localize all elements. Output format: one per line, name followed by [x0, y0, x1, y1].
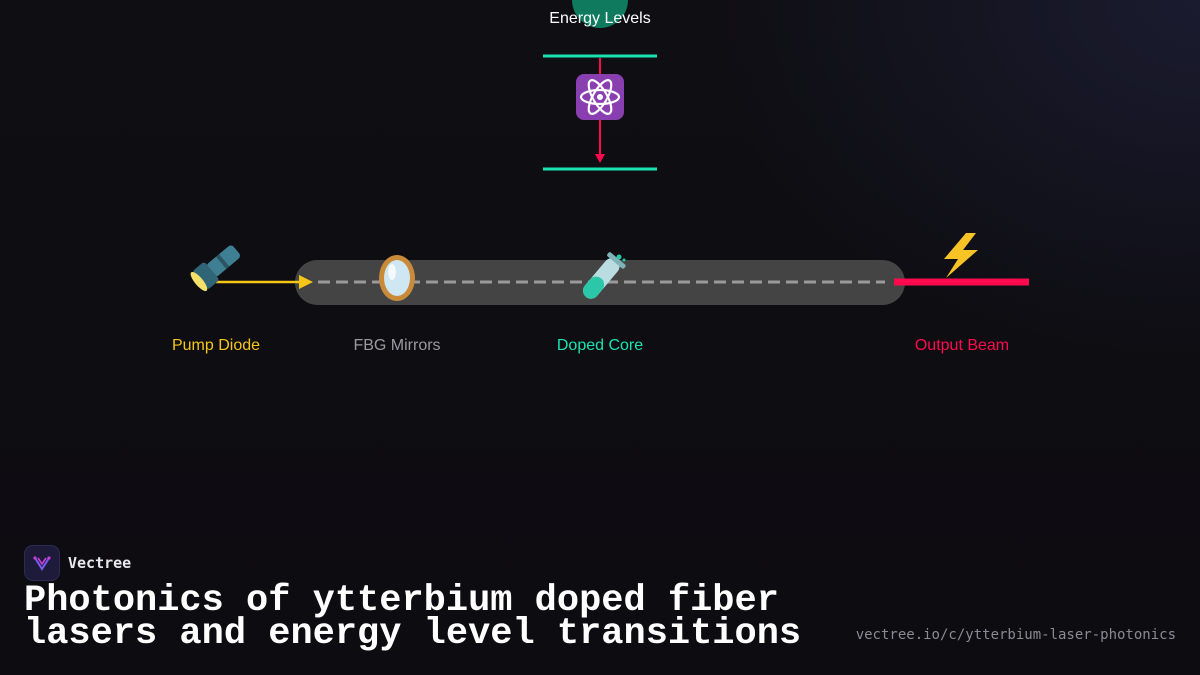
pump-beam-arrowhead	[299, 275, 313, 289]
bubble	[616, 254, 622, 260]
footer: Vectree Photonics of ytterbium doped fib…	[24, 545, 1176, 655]
output-beam-label: Output Beam	[915, 337, 1009, 354]
bubble	[622, 258, 626, 262]
energy-level-glow	[572, 0, 628, 28]
transition-arrow-head	[595, 154, 605, 163]
energy-levels-label: Energy Levels	[549, 10, 650, 27]
doped-core-label: Doped Core	[557, 337, 643, 354]
vectree-logo-icon	[24, 545, 60, 581]
brand[interactable]: Vectree	[24, 545, 1176, 581]
mirror-icon	[379, 255, 415, 301]
flashlight-icon	[190, 245, 240, 292]
fbg-mirrors-label: FBG Mirrors	[353, 337, 440, 354]
pump-diode-label: Pump Diode	[172, 337, 260, 354]
page-title: Photonics of ytterbium doped fiber laser…	[24, 580, 802, 655]
source-url[interactable]: vectree.io/c/ytterbium-laser-photonics	[855, 627, 1176, 643]
lightning-icon	[944, 233, 978, 278]
test-tube-icon	[583, 252, 626, 299]
brand-name: Vectree	[68, 554, 132, 572]
atom-icon	[576, 74, 624, 120]
